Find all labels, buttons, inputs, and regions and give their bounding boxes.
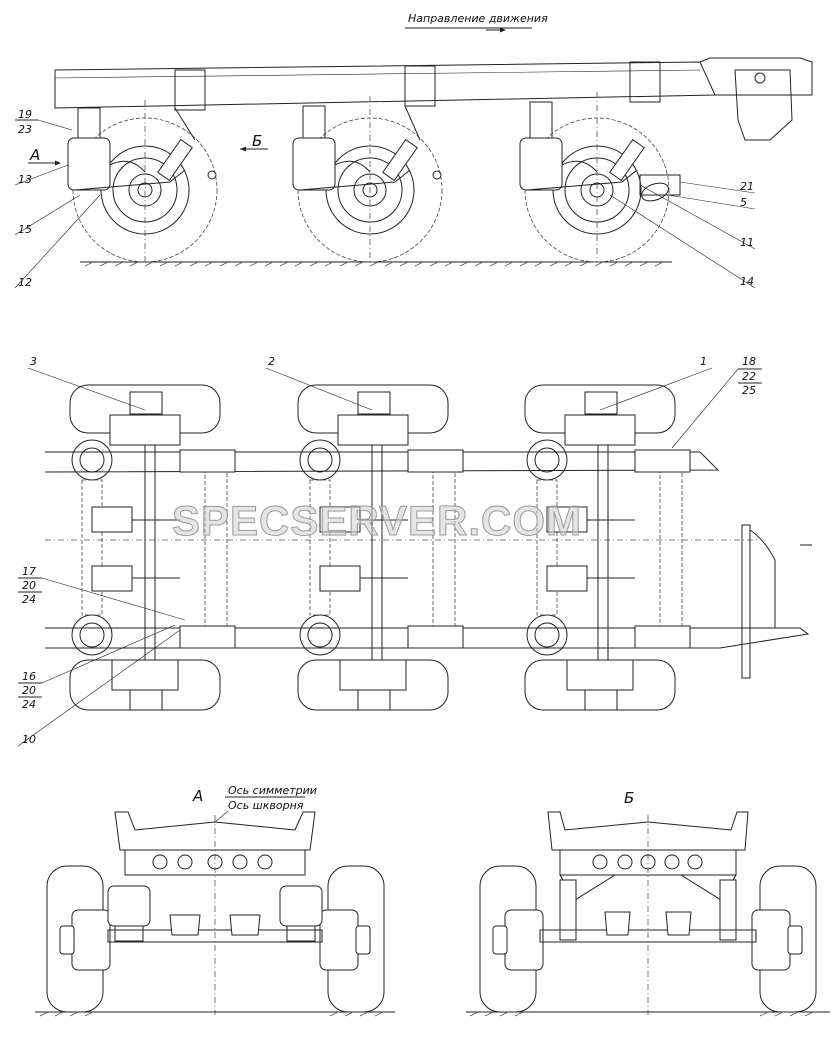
callout-3: 3 bbox=[30, 355, 37, 368]
callout-20-a: 20 bbox=[22, 579, 36, 592]
view-a-title: А bbox=[192, 787, 203, 805]
view-b: Б bbox=[466, 789, 830, 1017]
axis-symmetry-label: Ось симметрии bbox=[228, 784, 317, 797]
watermark: SPECSERVER.COM bbox=[172, 497, 582, 544]
callout-24-a: 24 bbox=[22, 593, 36, 606]
callout-15: 15 bbox=[18, 223, 32, 236]
view-marker-b: Б bbox=[252, 132, 262, 150]
callout-11: 11 bbox=[740, 236, 754, 249]
side-axle-1: 19 23 13 15 12 А Б bbox=[14, 100, 268, 289]
side-view: 19 23 13 15 12 А Б bbox=[14, 57, 813, 289]
callout-1: 1 bbox=[700, 355, 707, 368]
callout-20-b: 20 bbox=[22, 684, 36, 697]
callout-17: 17 bbox=[22, 565, 36, 578]
callout-14: 14 bbox=[740, 275, 754, 288]
side-axle-3: 21 5 11 14 bbox=[519, 92, 756, 289]
axis-kingpin-label: Ось шкворня bbox=[228, 799, 304, 812]
callout-21: 21 bbox=[740, 180, 754, 193]
callout-22: 22 bbox=[742, 370, 756, 383]
view-b-title: Б bbox=[624, 789, 634, 807]
callout-25: 25 bbox=[742, 384, 756, 397]
plan-axle-3: 1 18 22 25 bbox=[524, 355, 762, 711]
plan-view: 3 2 bbox=[17, 355, 812, 747]
callout-19: 19 bbox=[18, 108, 32, 121]
callout-10: 10 bbox=[22, 733, 36, 746]
callout-2: 2 bbox=[268, 355, 275, 368]
callout-12: 12 bbox=[18, 276, 32, 289]
direction-arrow-head bbox=[500, 27, 506, 33]
side-axle-2 bbox=[292, 96, 443, 263]
callout-18: 18 bbox=[742, 355, 756, 368]
callout-16: 16 bbox=[22, 670, 36, 683]
view-marker-a: А bbox=[29, 146, 40, 164]
callout-5: 5 bbox=[740, 196, 747, 209]
callout-23: 23 bbox=[18, 123, 32, 136]
plan-axle-2: 2 bbox=[265, 355, 464, 711]
direction-label: Направление движения bbox=[408, 12, 548, 25]
plan-axle-1: 3 bbox=[27, 355, 236, 711]
view-a: А Ось симметрии Ось шкворня bbox=[35, 784, 395, 1017]
callout-24-b: 24 bbox=[22, 698, 36, 711]
